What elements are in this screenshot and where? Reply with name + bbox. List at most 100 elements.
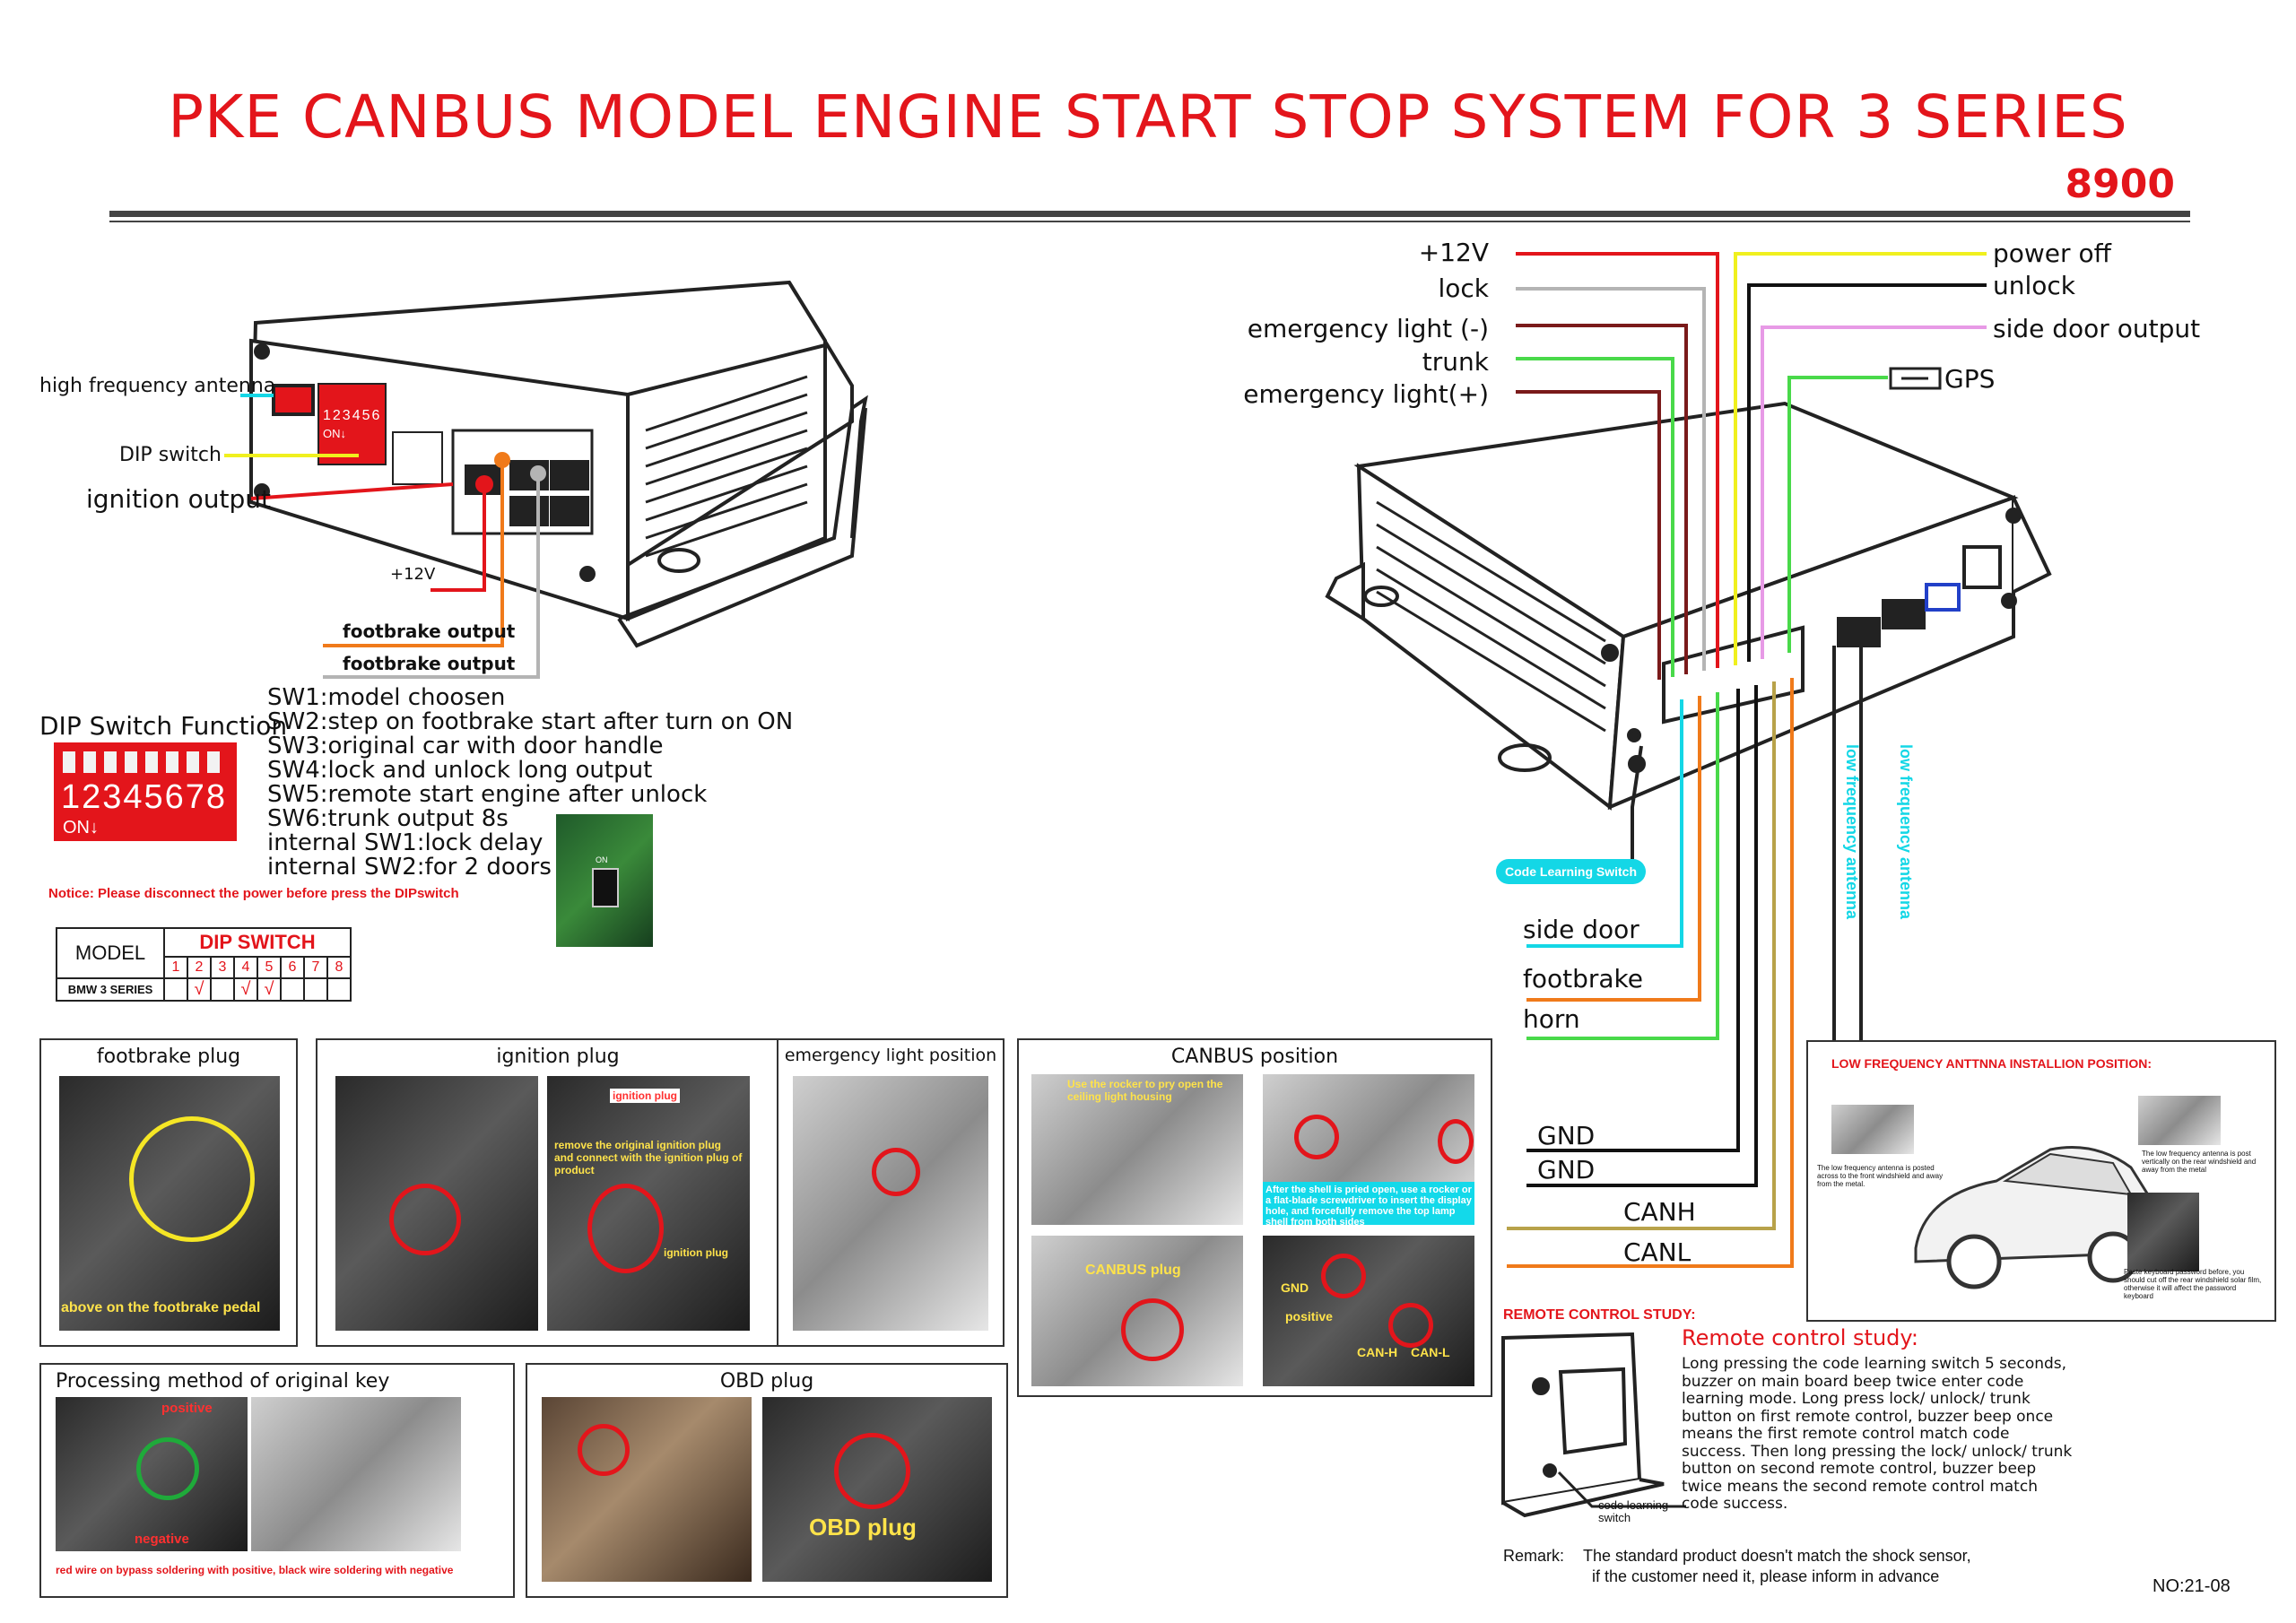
label-lf-antenna-2: low frequency antenna	[1897, 744, 1915, 920]
canbus-plug-tag: CANBUS plug	[1085, 1263, 1181, 1278]
ignition-tag-2: ignition plug	[664, 1246, 728, 1259]
label-lock: lock	[1438, 273, 1489, 303]
header-rule	[109, 211, 2190, 217]
code-learning-switch-label: code learning switch	[1598, 1498, 1669, 1524]
panel-title: Processing method of original key	[56, 1370, 390, 1393]
panel-obd-plug: OBD plug OBD plug	[526, 1363, 1008, 1598]
lf-install-photo-1	[1831, 1105, 1914, 1154]
dip-col: 5	[257, 956, 282, 979]
dip-cell: √	[257, 977, 282, 1002]
panel-title: CANBUS position	[1170, 1046, 1339, 1068]
canbus-canh-tag: CAN-H	[1357, 1345, 1398, 1359]
code-learning-switch-box	[1501, 1332, 1665, 1518]
dip-cell	[326, 977, 352, 1002]
canbus-note-1: Use the rocker to pry open the ceiling l…	[1067, 1078, 1223, 1103]
label-side-door-output: side door output	[1993, 314, 2201, 343]
label-canl: CANL	[1623, 1237, 1692, 1267]
label-side-door: side door	[1523, 915, 1639, 944]
doc-number: NO:21-08	[2152, 1576, 2231, 1596]
remote-body: Long pressing the code learning switch 5…	[1682, 1355, 2073, 1513]
dip-cell	[280, 977, 305, 1002]
left-control-box	[248, 280, 868, 648]
ignition-note: remove the original ignition plug and co…	[554, 1139, 743, 1176]
dip-item: SW5:remote start engine after unlock	[267, 781, 708, 808]
car-illustration	[1914, 1146, 2155, 1289]
label-ignition-output: ignition output	[86, 484, 271, 514]
right-control-box	[1325, 401, 2052, 811]
password-keyboard-photo	[2127, 1193, 2199, 1271]
dip-function-heading: DIP Switch Function	[39, 711, 288, 741]
dip-notice: Notice: Please disconnect the power befo…	[48, 886, 459, 901]
dip-item: SW3:original car with door handle	[267, 733, 664, 759]
dip-col: 7	[303, 956, 328, 979]
dip-item: SW2:step on footbrake start after turn o…	[267, 708, 794, 735]
canbus-photo-1: Use the rocker to pry open the ceiling l…	[1031, 1074, 1243, 1225]
panel-title: OBD plug	[719, 1370, 814, 1393]
dip-col: 3	[210, 956, 235, 979]
remark-line-2: if the customer need it, please inform i…	[1592, 1567, 1940, 1585]
emergency-photo	[793, 1076, 988, 1331]
label-gps: GPS	[1944, 364, 1996, 394]
label-emergency-light-pos: emergency light(+)	[1243, 379, 1489, 409]
canbus-positive-tag: positive	[1285, 1309, 1333, 1324]
label-unlock: unlock	[1993, 271, 2076, 300]
lf-install-note-1: The low frequency antenna is posted acro…	[1817, 1164, 1944, 1188]
ignition-photo-2: ignition plug remove the original igniti…	[547, 1076, 750, 1331]
key-note: red wire on bypass soldering with positi…	[56, 1564, 454, 1576]
canbus-photo-3: CANBUS plug	[1031, 1236, 1243, 1386]
key-photo-1: positive negative	[56, 1397, 248, 1551]
panel-canbus-position: CANBUS position Use the rocker to pry op…	[1017, 1038, 1492, 1397]
remote-label: REMOTE CONTROL STUDY:	[1503, 1307, 1696, 1323]
label-footbrake-output-2: footbrake output	[343, 653, 516, 674]
dip-cell	[303, 977, 328, 1002]
label-power-off: power off	[1993, 239, 2111, 268]
panel-title: ignition plug	[496, 1046, 620, 1068]
remote-heading: Remote control study:	[1682, 1325, 1918, 1350]
label-gnd-2: GND	[1537, 1155, 1596, 1185]
panel-original-key: Processing method of original key positi…	[39, 1363, 515, 1598]
obd-caption: OBD plug	[809, 1514, 917, 1541]
model-number: 8900	[2065, 161, 2175, 207]
key-negative-tag: negative	[135, 1532, 189, 1547]
label-footbrake-output-1: footbrake output	[343, 621, 516, 642]
dip-col: 1	[163, 956, 188, 979]
lf-install-photo-2	[2138, 1096, 2221, 1145]
obd-photo-2: OBD plug	[762, 1397, 992, 1582]
dip-item: SW1:model choosen	[267, 684, 506, 711]
lf-install-note-3: Paste keyboard password before, you shou…	[2124, 1268, 2262, 1300]
label-emergency-light-neg: emergency light (-)	[1247, 314, 1489, 343]
dip-col: 4	[233, 956, 258, 979]
left-dip-on: ON↓	[323, 427, 346, 440]
left-dip-numbers: 123456	[323, 408, 382, 423]
label-footbrake: footbrake	[1523, 964, 1643, 994]
ignition-tag-1: ignition plug	[610, 1089, 680, 1103]
dip-function-list: SW1:model choosen SW2:step on footbrake …	[267, 686, 793, 880]
panel-emergency-light: emergency light position	[777, 1038, 1004, 1347]
dip-cell	[163, 977, 188, 1002]
label-12v-left: +12V	[390, 565, 436, 584]
dip-col: 6	[280, 956, 305, 979]
canbus-note-2: After the shell is pried open, use a roc…	[1263, 1182, 1474, 1225]
header-rule-thin	[109, 221, 2190, 222]
dip-on: ON↓	[63, 818, 99, 838]
label-dip-switch: DIP switch	[119, 444, 222, 466]
label-lf-antenna-1: low frequency antenna	[1843, 744, 1861, 920]
code-learning-switch-badge: Code Learning Switch	[1496, 859, 1647, 884]
lf-install-title: LOW FREQUENCY ANTTNNA INSTALLION POSITIO…	[1831, 1056, 2152, 1071]
dip-table-dip-header: DIP SWITCH	[163, 927, 352, 958]
obd-photo-1	[542, 1397, 752, 1582]
footbrake-photo: above on the footbrake pedal	[59, 1076, 280, 1331]
dip-item: internal SW2:for 2 doors	[267, 854, 552, 881]
canbus-gnd-tag: GND	[1281, 1280, 1309, 1295]
dip-item: SW6:trunk output 8s	[267, 805, 509, 832]
dip-col: 8	[326, 956, 352, 979]
label-plus-12v: +12V	[1418, 238, 1489, 267]
panel-footbrake-plug: footbrake plug above on the footbrake pe…	[39, 1038, 298, 1347]
panel-title: emergency light position	[784, 1046, 997, 1065]
dip-switch-image: 12345678 ON↓	[54, 742, 237, 841]
key-positive-tag: positive	[161, 1401, 213, 1416]
panel-ignition-plug: ignition plug ignition plug remove the o…	[316, 1038, 800, 1347]
dip-cell: √	[233, 977, 258, 1002]
canbus-photo-2: After the shell is pried open, use a roc…	[1263, 1074, 1474, 1225]
